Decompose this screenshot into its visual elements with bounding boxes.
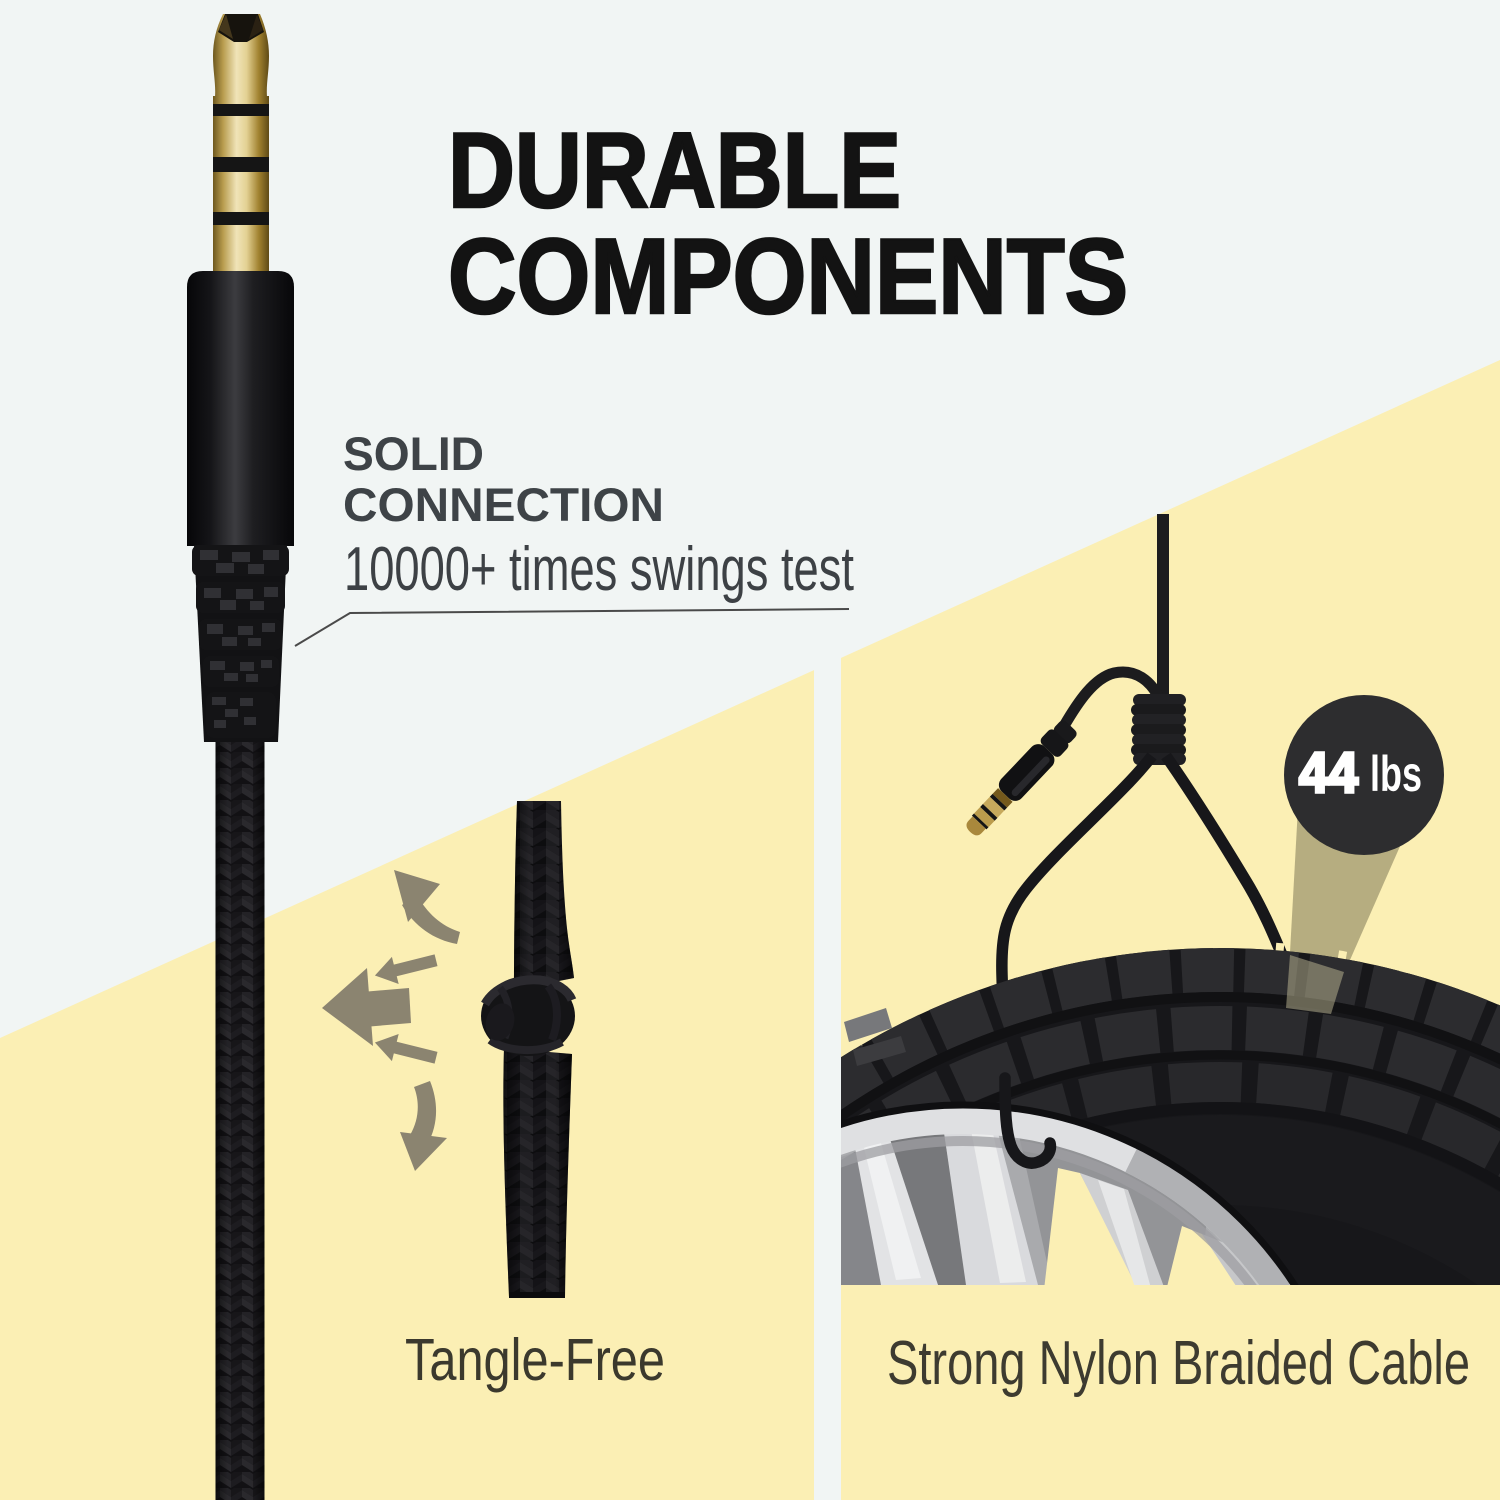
svg-text:Tangle-Free: Tangle-Free	[405, 1327, 665, 1393]
svg-text:COMPONENTS: COMPONENTS	[448, 216, 1128, 336]
svg-text:lbs: lbs	[1370, 746, 1422, 802]
svg-text:SOLID: SOLID	[343, 427, 484, 480]
svg-text:44: 44	[1299, 741, 1358, 805]
svg-text:Strong Nylon Braided Cable: Strong Nylon Braided Cable	[887, 1329, 1470, 1398]
svg-text:DURABLE: DURABLE	[448, 110, 901, 230]
svg-text:10000+ times swings test: 10000+ times swings test	[344, 535, 854, 604]
svg-text:CONNECTION: CONNECTION	[343, 478, 664, 531]
